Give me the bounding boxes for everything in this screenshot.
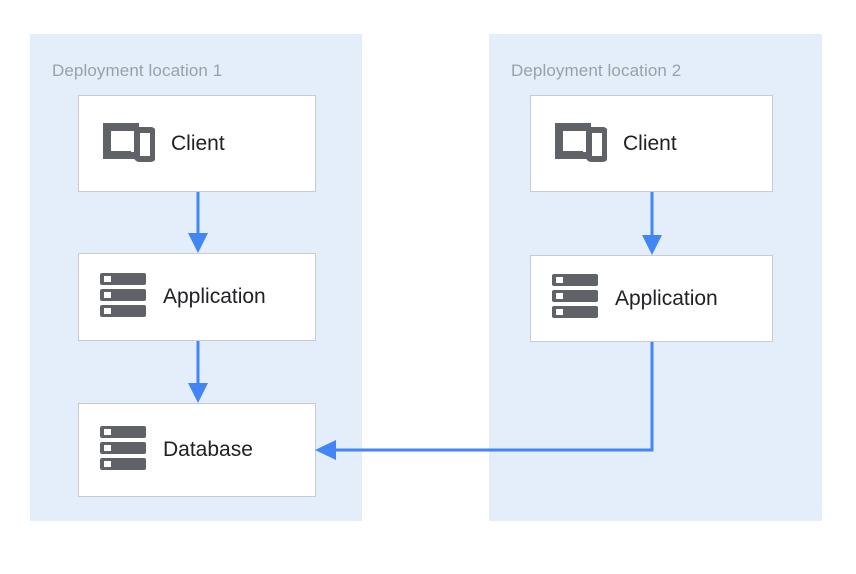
devices-icon [551,119,608,168]
server-icon [99,425,147,476]
server-icon [551,273,599,324]
node-database-1[interactable]: Database [78,403,316,497]
node-application-1[interactable]: Application [78,253,316,341]
node-client-1[interactable]: Client [78,95,316,192]
node-client-2-label: Client [623,131,677,155]
deployment-zone-2-label: Deployment location 2 [511,61,682,80]
server-icon [99,272,147,323]
node-application-1-label: Application [163,285,266,308]
node-application-2[interactable]: Application [530,255,773,342]
node-client-1-label: Client [171,131,225,155]
devices-icon [99,119,156,168]
deployment-zone-1-label: Deployment location 1 [52,61,223,80]
node-client-2[interactable]: Client [530,95,773,192]
node-database-1-label: Database [163,438,253,461]
node-application-2-label: Application [615,286,718,310]
